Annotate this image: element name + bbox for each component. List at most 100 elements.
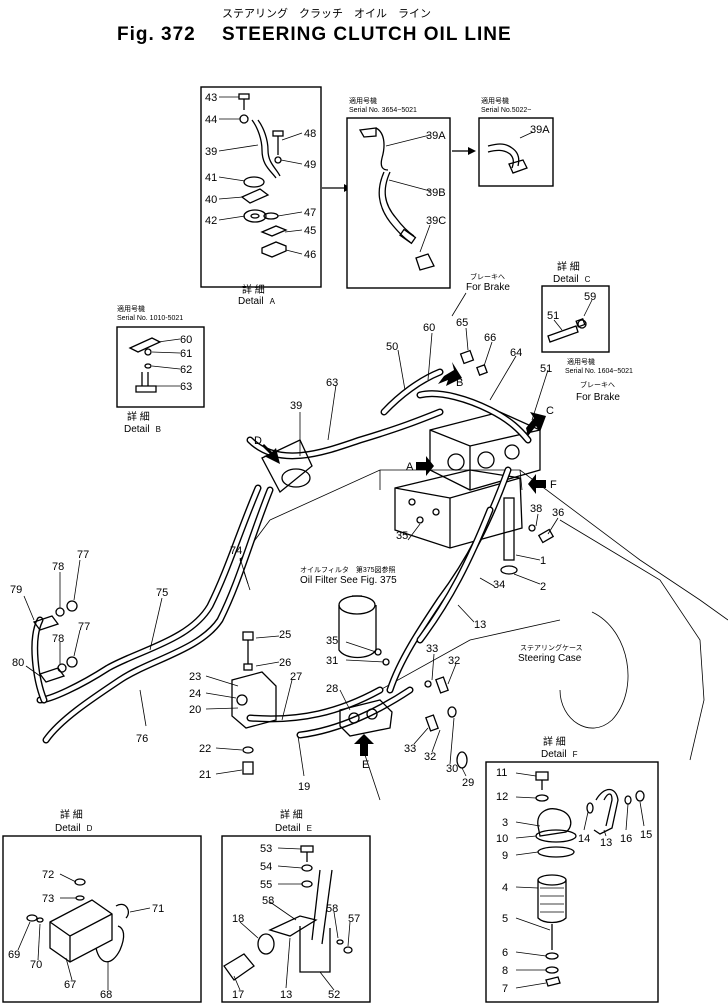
callout: 55 [260, 879, 272, 891]
callout: 52 [328, 989, 340, 1001]
callout: 45 [304, 225, 316, 237]
callout: 36 [552, 507, 564, 519]
callout: 7 [502, 983, 508, 995]
arrow-icon [452, 147, 476, 155]
callout: 59 [584, 291, 596, 303]
brake-note: For Brake [576, 392, 620, 403]
detail-a-label-jp: 詳 細 [242, 283, 265, 296]
callout: 73 [42, 893, 54, 905]
callout: 51 [547, 310, 559, 322]
brake-note-jp: ブレーキへ [470, 272, 505, 281]
callout: 39B [426, 187, 446, 199]
callout: 48 [304, 128, 316, 140]
callout: 6 [502, 947, 508, 959]
callout: 13 [280, 989, 292, 1001]
arrow-icon [526, 412, 546, 436]
callout: 5 [502, 913, 508, 925]
detail-a-panel: 43 44 39 41 40 42 48 49 47 45 46 詳 細 Det… [200, 86, 322, 307]
main-assembly: 60 65 66 64 50 51 63 39 74 79 78 77 75 8… [10, 272, 728, 801]
detail-b-label-jp: 詳 細 [127, 410, 150, 423]
callout: 47 [304, 207, 316, 219]
callout: 58 [326, 903, 338, 915]
callout: 51 [540, 363, 552, 375]
view-arrow-d: D [254, 435, 262, 447]
callout: 25 [279, 629, 291, 641]
callout: 33 [426, 643, 438, 655]
callout: 57 [348, 913, 360, 925]
callout: 74 [230, 545, 242, 557]
serial-note-jp: 適用号機 [349, 96, 377, 105]
callout: 39 [290, 400, 302, 412]
detail-39-panel: 適用号機 Serial No. 3654~5021 39A 39B 39C [346, 96, 451, 289]
callout: 8 [502, 965, 508, 977]
callout: 27 [290, 671, 302, 683]
arrow-icon [528, 474, 546, 494]
view-arrow-c: C [546, 405, 554, 417]
callout: 40 [205, 194, 217, 206]
callout: 11 [496, 767, 507, 779]
serial-note: Serial No. 3654~5021 [349, 107, 417, 114]
callout: 76 [136, 733, 148, 745]
callout: 39 [205, 146, 217, 158]
detail-b-panel: 適用号機 Serial No. 1010-5021 60 61 62 63 詳 … [116, 304, 205, 435]
arrow-icon [416, 456, 434, 476]
callout: 12 [496, 791, 508, 803]
callout: 78 [52, 561, 64, 573]
callout: 9 [502, 850, 508, 862]
callout: 35 [326, 635, 338, 647]
figure-title: STEERING CLUTCH OIL LINE [222, 24, 512, 45]
callout: 78 [52, 633, 64, 645]
detail-f-label-jp: 詳 細 [543, 735, 566, 748]
callout: 44 [205, 114, 217, 126]
callout: 42 [205, 215, 217, 227]
callout: 31 [326, 655, 338, 667]
callout: 61 [180, 348, 192, 360]
callout: 79 [10, 584, 22, 596]
callout: 70 [30, 959, 42, 971]
callout: 66 [484, 332, 496, 344]
callout: 39A [426, 130, 446, 142]
arrow-icon [354, 734, 374, 756]
serial-note: Serial No. 1010-5021 [117, 315, 183, 322]
callout: 41 [205, 172, 217, 184]
steering-case-note-jp: ステアリングケース [520, 643, 583, 652]
callout: 63 [180, 381, 192, 393]
callout: 43 [205, 92, 217, 104]
callout: 10 [496, 833, 508, 845]
callout: 16 [620, 833, 632, 845]
callout: 20 [189, 704, 201, 716]
steering-case-note: Steering Case [518, 653, 582, 664]
callout: 2 [540, 581, 546, 593]
callout: 60 [180, 334, 192, 346]
callout: 22 [199, 743, 211, 755]
callout: 13 [600, 837, 612, 849]
callout: 62 [180, 364, 192, 376]
callout: 29 [462, 777, 474, 789]
serial-note-jp: 適用号機 [567, 357, 595, 366]
title-japanese: ステアリング クラッチ オイル ライン [222, 6, 431, 20]
detail-d-label-jp: 詳 細 [60, 808, 83, 821]
callout: 15 [640, 829, 652, 841]
callout: 71 [152, 903, 164, 915]
callout: 13 [474, 619, 486, 631]
callout: 39C [426, 215, 446, 227]
arrow-icon [438, 362, 462, 386]
serial-note: Serial No.5022~ [481, 107, 531, 114]
callout: 58 [262, 895, 274, 907]
brake-note: For Brake [466, 282, 510, 293]
callout: 75 [156, 587, 168, 599]
callout: 67 [64, 979, 76, 991]
callout: 32 [448, 655, 460, 667]
callout: 21 [199, 769, 211, 781]
callout: 38 [530, 503, 542, 515]
callout: 26 [279, 657, 291, 669]
detail-c-label-jp: 詳 細 [557, 260, 580, 273]
callout: 60 [423, 322, 435, 334]
